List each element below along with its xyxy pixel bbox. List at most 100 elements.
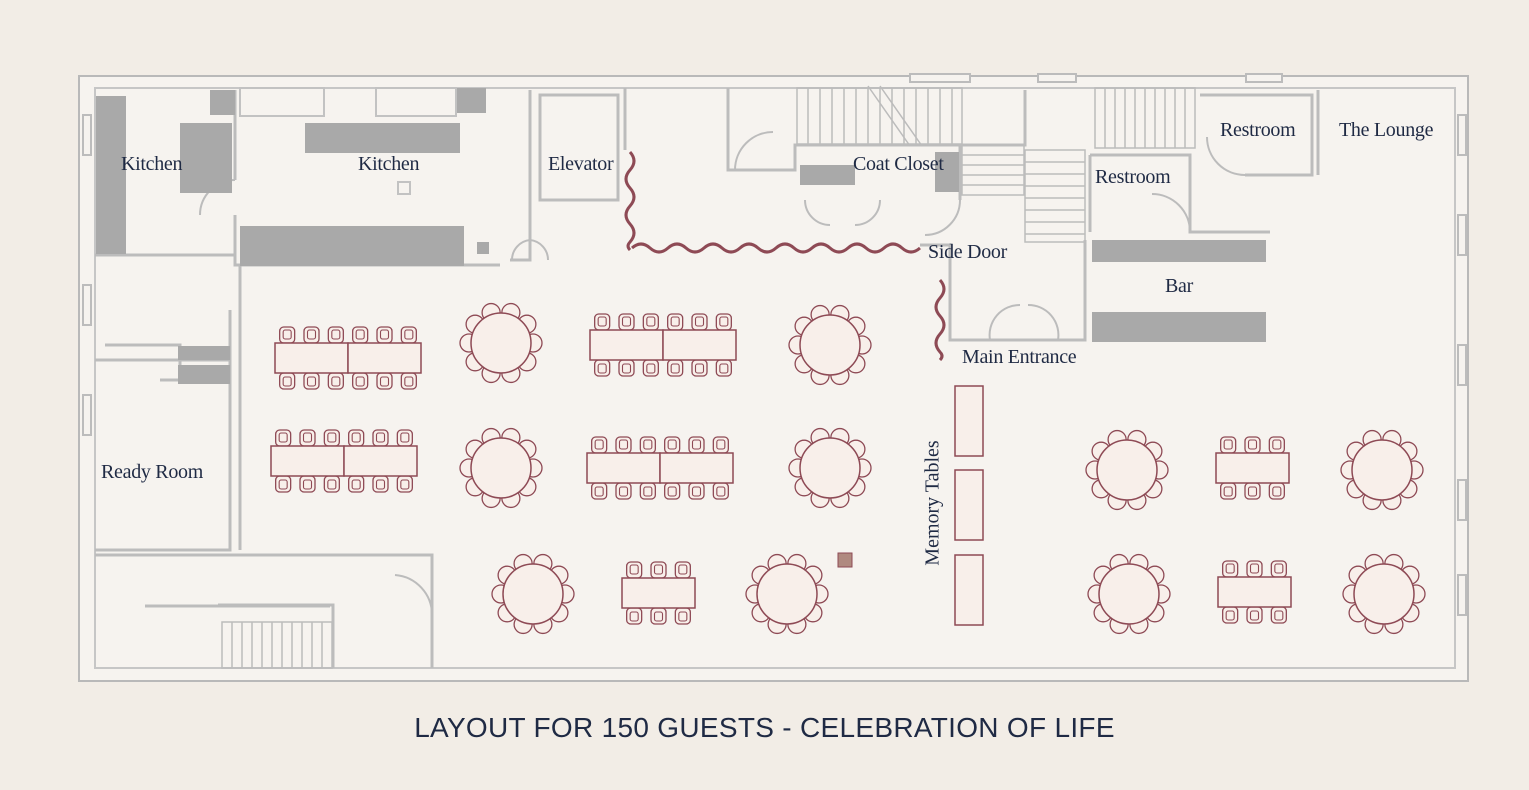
chair-seat xyxy=(306,376,317,387)
chair xyxy=(639,482,656,500)
rope-barrier-elevator xyxy=(624,151,636,252)
chair xyxy=(1270,560,1287,578)
chair xyxy=(688,482,705,500)
chair-seat xyxy=(404,376,414,387)
chair xyxy=(712,436,729,454)
chair-seat xyxy=(1249,563,1260,574)
chair xyxy=(303,372,320,390)
round-table xyxy=(1096,439,1158,501)
chair xyxy=(715,313,732,331)
chair-seat xyxy=(678,611,688,622)
chair xyxy=(299,429,316,447)
rect-table xyxy=(589,329,664,361)
chair xyxy=(626,607,643,625)
chair-seat xyxy=(594,486,604,497)
chair xyxy=(396,475,413,493)
chair-seat xyxy=(643,486,653,497)
chair-seat xyxy=(719,316,729,327)
chair xyxy=(650,607,667,625)
round-table xyxy=(1098,563,1160,625)
chair xyxy=(594,313,611,331)
rect-table xyxy=(1217,576,1292,608)
chair xyxy=(650,561,667,579)
chair-seat xyxy=(716,439,726,450)
memory-table xyxy=(954,469,984,541)
chair-seat xyxy=(667,486,677,497)
chair-seat xyxy=(1274,563,1284,574)
rect-table xyxy=(659,452,734,484)
label-ready-room: Ready Room xyxy=(101,461,203,483)
chair xyxy=(376,372,393,390)
memory-table xyxy=(954,385,984,457)
label-side-door: Side Door xyxy=(928,241,1007,263)
chair xyxy=(1246,560,1263,578)
chair xyxy=(376,326,393,344)
chair-seat xyxy=(379,376,390,387)
chair-seat xyxy=(594,439,604,450)
chair-seat xyxy=(646,316,656,327)
chair-seat xyxy=(691,439,702,450)
chair-seat xyxy=(621,363,632,374)
chair xyxy=(352,326,369,344)
chair-seat xyxy=(716,486,726,497)
chair xyxy=(323,429,340,447)
chair xyxy=(279,372,296,390)
bar-counters xyxy=(1092,240,1266,342)
round-table xyxy=(799,437,861,499)
chair-seat xyxy=(629,564,639,575)
chair-seat xyxy=(351,432,361,443)
chair-seat xyxy=(1223,486,1233,497)
round-table xyxy=(799,314,861,376)
chair-seat xyxy=(1225,563,1235,574)
rope-barrier-entrance xyxy=(934,279,946,362)
chair-seat xyxy=(597,316,607,327)
chair-seat xyxy=(618,439,629,450)
chair xyxy=(1220,436,1237,454)
chair-seat xyxy=(694,363,705,374)
chair-seat xyxy=(678,564,688,575)
window-marks xyxy=(82,73,1467,616)
round-table xyxy=(470,312,532,374)
chair xyxy=(615,436,632,454)
rect-table xyxy=(347,342,422,374)
rope-barrier-hall xyxy=(631,242,921,254)
kitchen-outlines xyxy=(239,87,457,195)
label-the-lounge: The Lounge xyxy=(1339,119,1434,141)
round-table xyxy=(756,563,818,625)
chair-seat xyxy=(1223,439,1233,450)
round-table xyxy=(1353,563,1415,625)
chair xyxy=(664,436,681,454)
chair xyxy=(372,429,389,447)
memory-table xyxy=(954,554,984,626)
chair-seat xyxy=(643,439,653,450)
chair xyxy=(352,372,369,390)
chair xyxy=(674,607,691,625)
round-table xyxy=(470,437,532,499)
kitchen-fixtures xyxy=(96,88,959,384)
chair xyxy=(396,429,413,447)
chair-seat xyxy=(670,316,680,327)
chair-seat xyxy=(302,479,313,490)
label-restroom-left: Restroom xyxy=(1095,166,1171,188)
round-table xyxy=(1351,439,1413,501)
label-restroom-right: Restroom xyxy=(1220,119,1296,141)
chair-seat xyxy=(282,329,292,340)
stairs xyxy=(221,85,1196,669)
chair xyxy=(618,359,635,377)
rect-table xyxy=(1215,452,1290,484)
chair xyxy=(348,475,365,493)
chair-seat xyxy=(282,376,292,387)
chair xyxy=(639,436,656,454)
chair xyxy=(715,359,732,377)
rect-table xyxy=(662,329,737,361)
chair-seat xyxy=(629,611,639,622)
chair xyxy=(1244,436,1261,454)
chair-seat xyxy=(404,329,414,340)
chair-seat xyxy=(621,316,632,327)
layout-caption: LAYOUT FOR 150 GUESTS - CELEBRATION OF L… xyxy=(414,712,1115,743)
chair-seat xyxy=(400,432,410,443)
chair-seat xyxy=(400,479,410,490)
chair xyxy=(275,475,292,493)
